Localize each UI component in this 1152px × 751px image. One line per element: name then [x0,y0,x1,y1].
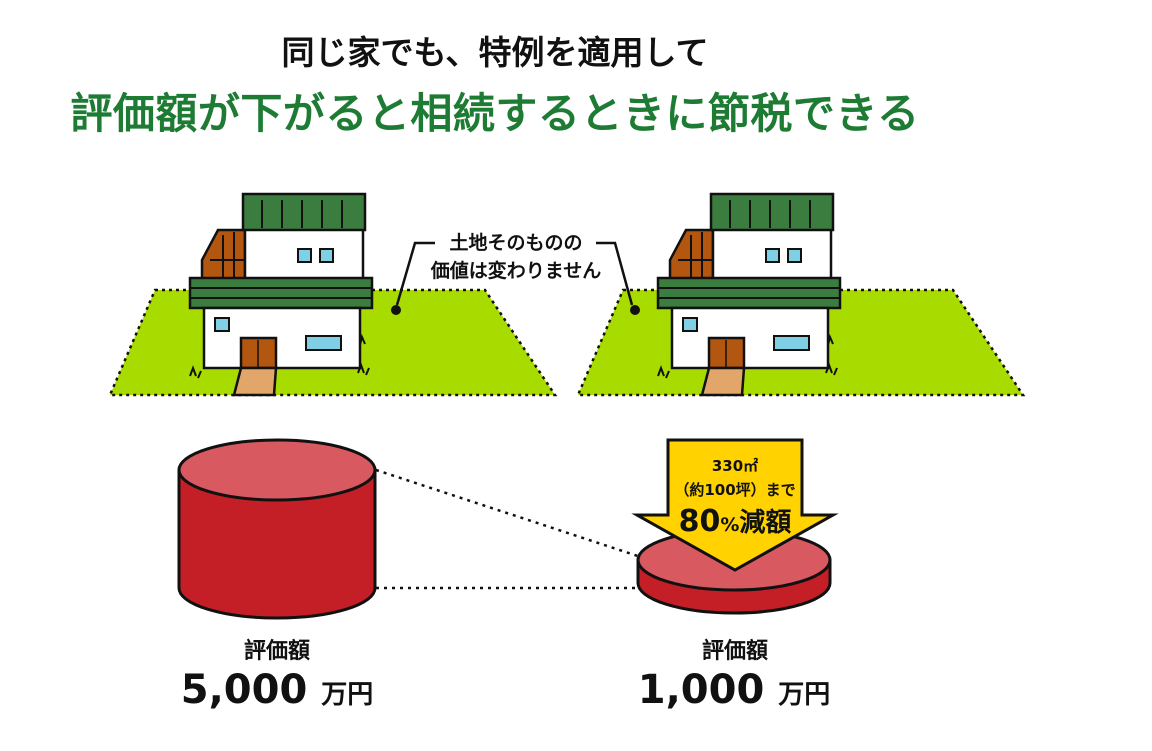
callout-bracket [391,241,640,315]
title-line-1: 同じ家でも、特例を適用して [281,33,709,72]
callout-line-1: 土地そのものの [449,232,583,254]
badge-tsubo: （約100坪）まで [674,481,796,499]
left-value-number: 5,000 [180,667,308,713]
left-value-amount: 5,000 万円 [150,667,404,713]
right-value-unit: 万円 [778,680,831,710]
badge-reduction: 80%減額 [668,502,802,539]
house-left [108,192,557,397]
reduction-badge: 330㎡ （約100坪）まで 80%減額 [668,455,802,539]
badge-percent: 80 [678,504,721,539]
cylinder-large [177,438,377,620]
title-line-2: 評価額が下がると相続するときに節税できる [70,89,920,138]
reduction-arrow [631,438,839,572]
callout-line-2: 価値は変わりません [430,260,602,282]
badge-area: 330㎡ [711,457,759,475]
badge-percent-sign: % [720,514,740,536]
left-value-label: 評価額 [243,639,310,664]
callout-text: 土地そのものの 価値は変わりません [425,229,607,285]
right-value-number: 1,000 [637,667,765,713]
comparison-lines [375,468,651,590]
badge-suffix: 減額 [739,508,792,538]
right-value-amount: 1,000 万円 [607,667,861,713]
right-value-label: 評価額 [701,639,768,664]
left-value-unit: 万円 [321,680,374,710]
house-right [576,192,1025,397]
